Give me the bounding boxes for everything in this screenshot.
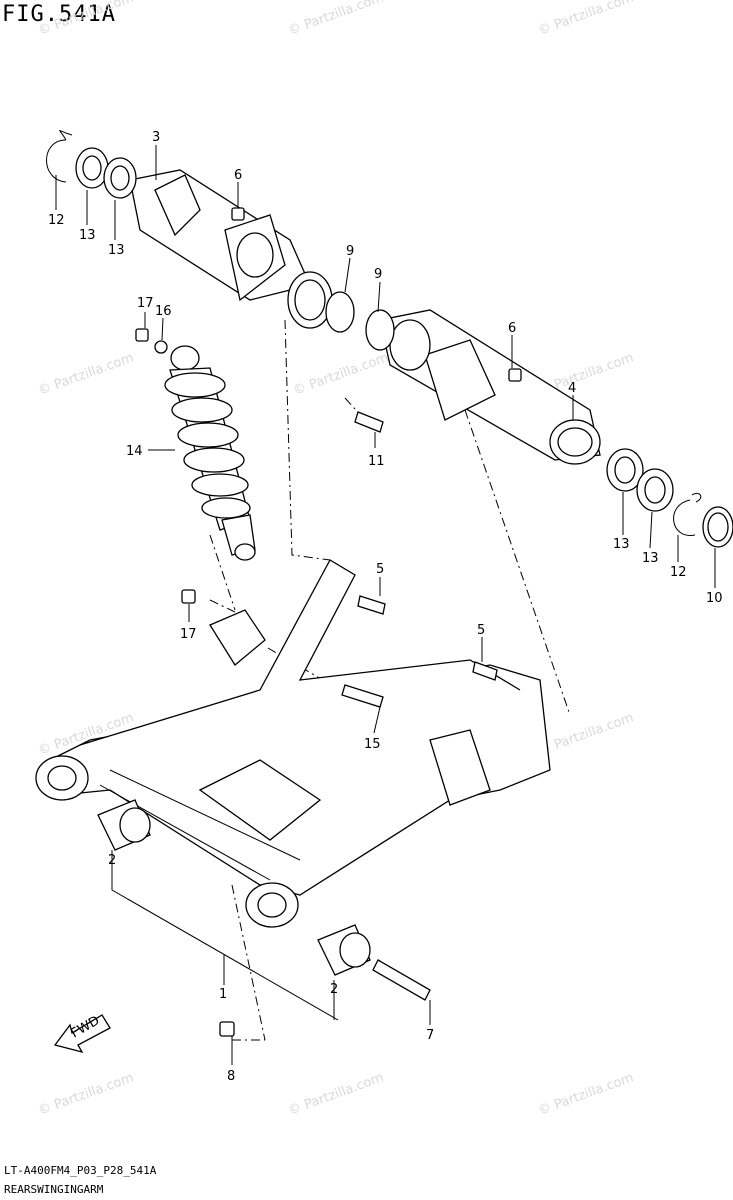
callout-6: 6	[508, 321, 516, 336]
callout-3: 3	[152, 130, 160, 145]
watermark: © Partzilla.com	[286, 1070, 385, 1118]
callout-16: 16	[155, 304, 172, 319]
watermark: © Partzilla.com	[536, 1070, 635, 1118]
callout-13: 13	[613, 537, 630, 552]
fasteners	[135, 207, 522, 1037]
pivot-hub-left	[129, 169, 333, 329]
callout-17: 17	[137, 296, 154, 311]
callout-13: 13	[108, 243, 125, 258]
bushings	[97, 799, 371, 976]
callout-2: 2	[330, 982, 338, 997]
callout-4: 4	[568, 381, 576, 396]
callout-12: 12	[670, 565, 687, 580]
callout-5: 5	[477, 623, 485, 638]
callout-6: 6	[234, 168, 242, 183]
watermark: © Partzilla.com	[36, 0, 135, 39]
watermark: © Partzilla.com	[291, 350, 390, 398]
callout-17: 17	[180, 627, 197, 642]
watermark: © Partzilla.com	[286, 0, 385, 39]
callout-13: 13	[642, 551, 659, 566]
watermark: © Partzilla.com	[36, 350, 135, 398]
callout-15: 15	[364, 737, 381, 752]
fwd-arrow: FWD	[53, 1013, 111, 1054]
callout-12: 12	[48, 213, 65, 228]
watermark: © Partzilla.com	[536, 710, 635, 758]
figure-title: FIG.541A	[2, 2, 116, 27]
callout-labels: 12 13 13 3 6 9 9 6 4 17 16 14 11 13 13 1…	[48, 130, 723, 1084]
callout-7: 7	[426, 1028, 434, 1043]
shock-absorber	[164, 345, 256, 561]
callout-8: 8	[227, 1069, 235, 1084]
leader-lines	[55, 145, 716, 1065]
callout-5: 5	[376, 562, 384, 577]
callout-9: 9	[374, 267, 382, 282]
watermark: © Partzilla.com	[36, 1070, 135, 1118]
bearings-and-seals	[46, 129, 733, 548]
swing-arm	[35, 559, 551, 928]
diagram-caption: REARSWINGINGARM	[4, 1183, 104, 1196]
callout-10: 10	[706, 591, 723, 606]
model-code: LT-A400FM4_P03_P28_541A	[4, 1164, 157, 1177]
callout-2: 2	[108, 853, 116, 868]
callout-13: 13	[79, 228, 96, 243]
callout-1: 1	[219, 987, 227, 1002]
callout-11: 11	[368, 454, 385, 469]
callout-14: 14	[126, 444, 143, 459]
callout-9: 9	[346, 244, 354, 259]
pivot-hub-right	[379, 309, 601, 465]
watermark: © Partzilla.com	[536, 0, 635, 39]
